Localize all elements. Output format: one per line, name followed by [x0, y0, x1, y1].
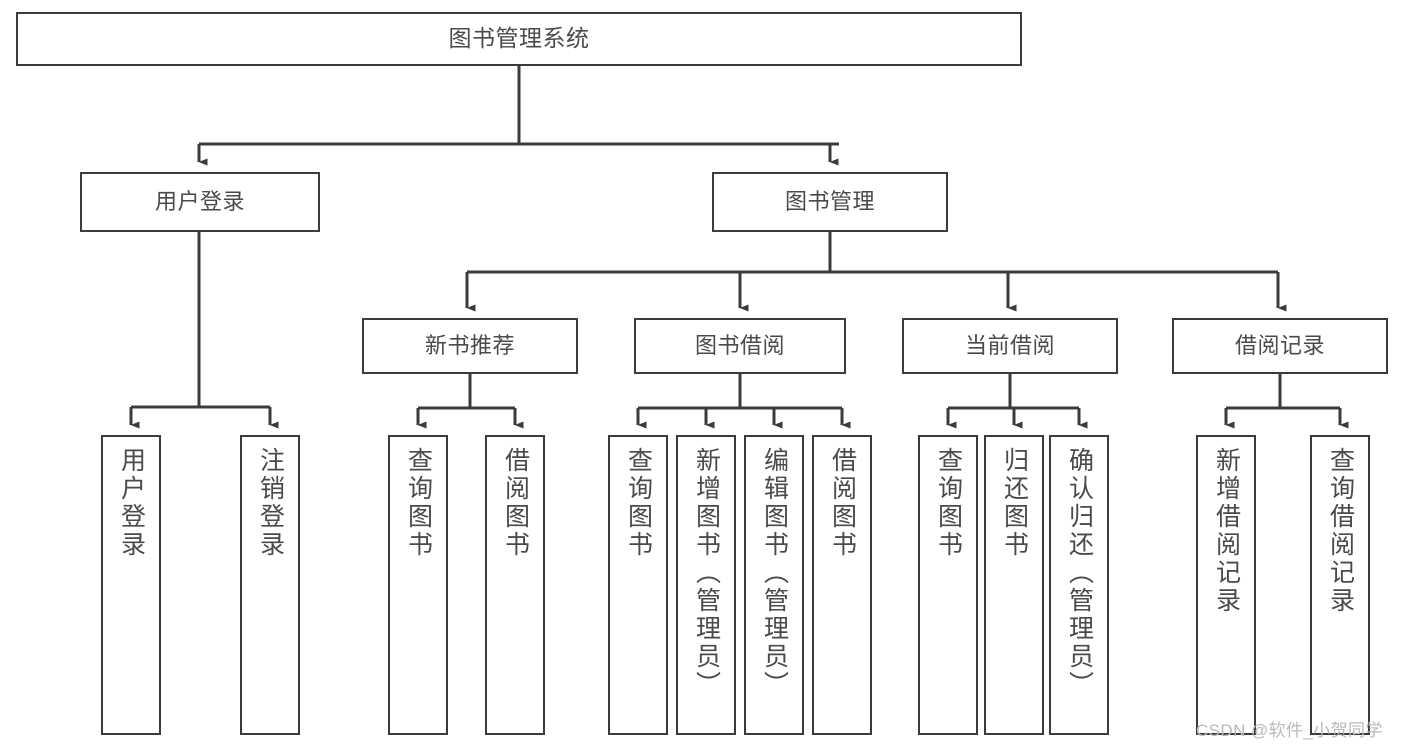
node-label: 归还图书 — [1000, 447, 1029, 559]
node-leaf-borrow-book-1[interactable]: 借阅图书 — [485, 435, 545, 735]
node-leaf-borrow-book-2[interactable]: 借阅图书 — [812, 435, 872, 735]
node-root-system[interactable]: 图书管理系统 — [16, 12, 1022, 66]
node-leaf-query-borrow-record[interactable]: 查询借阅记录 — [1310, 435, 1370, 735]
node-label: 查询图书 — [934, 447, 963, 559]
node-book-manage[interactable]: 图书管理 — [712, 172, 948, 232]
node-label: 用户登录 — [154, 188, 245, 214]
node-label: 借阅图书 — [828, 447, 857, 559]
node-label: 注销登录 — [256, 447, 285, 559]
node-new-book-recommend[interactable]: 新书推荐 — [362, 318, 578, 374]
node-leaf-return-book[interactable]: 归还图书 — [984, 435, 1044, 735]
node-label: 查询借阅记录 — [1326, 447, 1355, 615]
node-label: 用户登录 — [117, 447, 146, 559]
node-label: 图书管理系统 — [448, 25, 590, 52]
node-label: 新增借阅记录 — [1212, 447, 1241, 615]
node-current-borrow[interactable]: 当前借阅 — [902, 318, 1118, 374]
node-label: 当前借阅 — [964, 332, 1055, 358]
node-label: 编辑图书（管理员） — [760, 447, 789, 699]
node-label: 借阅记录 — [1234, 332, 1325, 358]
node-leaf-query-book-2[interactable]: 查询图书 — [608, 435, 668, 735]
node-label: 查询图书 — [624, 447, 653, 559]
node-leaf-edit-book[interactable]: 编辑图书（管理员） — [744, 435, 804, 735]
node-label: 借阅图书 — [501, 447, 530, 559]
node-leaf-user-login[interactable]: 用户登录 — [101, 435, 161, 735]
node-label: 图书借阅 — [694, 332, 785, 358]
node-label: 图书管理 — [784, 188, 875, 214]
node-leaf-add-book[interactable]: 新增图书（管理员） — [676, 435, 736, 735]
node-leaf-add-borrow-record[interactable]: 新增借阅记录 — [1196, 435, 1256, 735]
node-label: 查询图书 — [404, 447, 433, 559]
node-leaf-user-logout[interactable]: 注销登录 — [240, 435, 300, 735]
node-leaf-query-book-1[interactable]: 查询图书 — [388, 435, 448, 735]
node-leaf-query-book-3[interactable]: 查询图书 — [918, 435, 978, 735]
node-label: 新增图书（管理员） — [692, 447, 721, 699]
node-label: 确认归还（管理员） — [1065, 447, 1094, 699]
csdn-watermark: CSDN @软件_小贺同学 — [1196, 721, 1383, 740]
node-borrow-record[interactable]: 借阅记录 — [1172, 318, 1388, 374]
node-label: 新书推荐 — [424, 332, 515, 358]
node-user-login[interactable]: 用户登录 — [80, 172, 320, 232]
node-book-borrow[interactable]: 图书借阅 — [634, 318, 846, 374]
node-leaf-confirm-return[interactable]: 确认归还（管理员） — [1049, 435, 1109, 735]
